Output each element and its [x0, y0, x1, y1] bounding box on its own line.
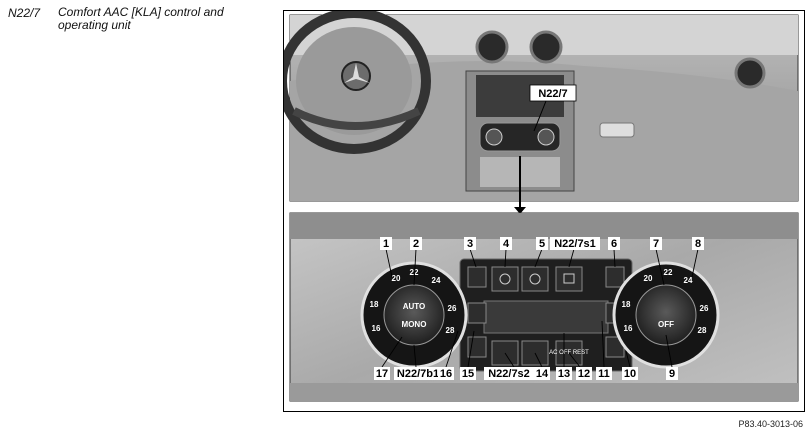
svg-text:7: 7 — [653, 238, 659, 250]
svg-text:9: 9 — [669, 368, 675, 380]
svg-text:20: 20 — [644, 274, 653, 283]
svg-text:10: 10 — [624, 368, 636, 380]
svg-text:24: 24 — [432, 276, 441, 285]
right-temperature-dial: OFF 20 22 24 18 26 16 28 — [612, 261, 720, 369]
svg-text:28: 28 — [446, 326, 455, 335]
steering-wheel — [284, 11, 431, 154]
svg-text:24: 24 — [684, 276, 693, 285]
svg-text:26: 26 — [700, 304, 709, 313]
svg-text:22: 22 — [664, 268, 673, 277]
svg-text:N22/7s2: N22/7s2 — [488, 368, 530, 380]
svg-text:18: 18 — [622, 300, 631, 309]
center-vents — [475, 30, 766, 89]
svg-text:3: 3 — [467, 238, 473, 250]
dashboard-photo: N22/7 — [284, 11, 799, 214]
leader-lines — [381, 248, 699, 368]
svg-text:20: 20 — [392, 274, 401, 283]
auto-button-label: AUTO — [403, 302, 426, 311]
svg-text:N22/7b1: N22/7b1 — [397, 368, 439, 380]
figure-frame: N22/7 AC OFF REST — [283, 10, 805, 412]
callout-labels-bottom: 17 N22/7b1 16 15 N22/7s2 14 13 12 11 10 — [374, 367, 678, 380]
svg-text:14: 14 — [536, 368, 549, 380]
mono-button-label: MONO — [402, 320, 427, 329]
svg-text:28: 28 — [698, 326, 707, 335]
caption-title: Comfort AAC [KLA] control and operating … — [58, 5, 224, 32]
svg-text:16: 16 — [372, 324, 381, 333]
caption-code: N22/7 — [8, 6, 41, 20]
svg-text:16: 16 — [440, 368, 452, 380]
svg-text:15: 15 — [462, 368, 474, 380]
svg-text:6: 6 — [611, 238, 617, 250]
svg-text:2: 2 — [413, 238, 419, 250]
svg-text:1: 1 — [383, 238, 389, 250]
svg-text:8: 8 — [695, 238, 701, 250]
svg-text:11: 11 — [598, 368, 610, 380]
svg-text:12: 12 — [578, 368, 590, 380]
off-button-label: OFF — [658, 320, 674, 329]
left-temperature-dial: AUTO MONO 20 22 24 18 26 16 28 — [360, 261, 468, 369]
svg-text:26: 26 — [448, 304, 457, 313]
svg-text:13: 13 — [558, 368, 570, 380]
svg-text:N22/7s1: N22/7s1 — [554, 238, 596, 250]
callout-top-unit: N22/7 — [538, 88, 567, 100]
svg-text:5: 5 — [539, 238, 545, 250]
svg-text:18: 18 — [370, 300, 379, 309]
figure-illustration: N22/7 AC OFF REST — [284, 11, 799, 402]
svg-text:4: 4 — [503, 238, 510, 250]
svg-text:17: 17 — [376, 368, 388, 380]
figure-reference: P83.40-3013-06 — [738, 419, 803, 429]
display-strip — [483, 300, 609, 334]
callout-box-top — [529, 84, 577, 102]
control-unit-photo: AC OFF REST AUTO MONO 20 22 24 18 26 16 … — [289, 212, 799, 402]
callout-labels-top: 1 2 3 4 5 N22/7s1 6 7 8 — [380, 237, 704, 250]
svg-text:16: 16 — [624, 324, 633, 333]
